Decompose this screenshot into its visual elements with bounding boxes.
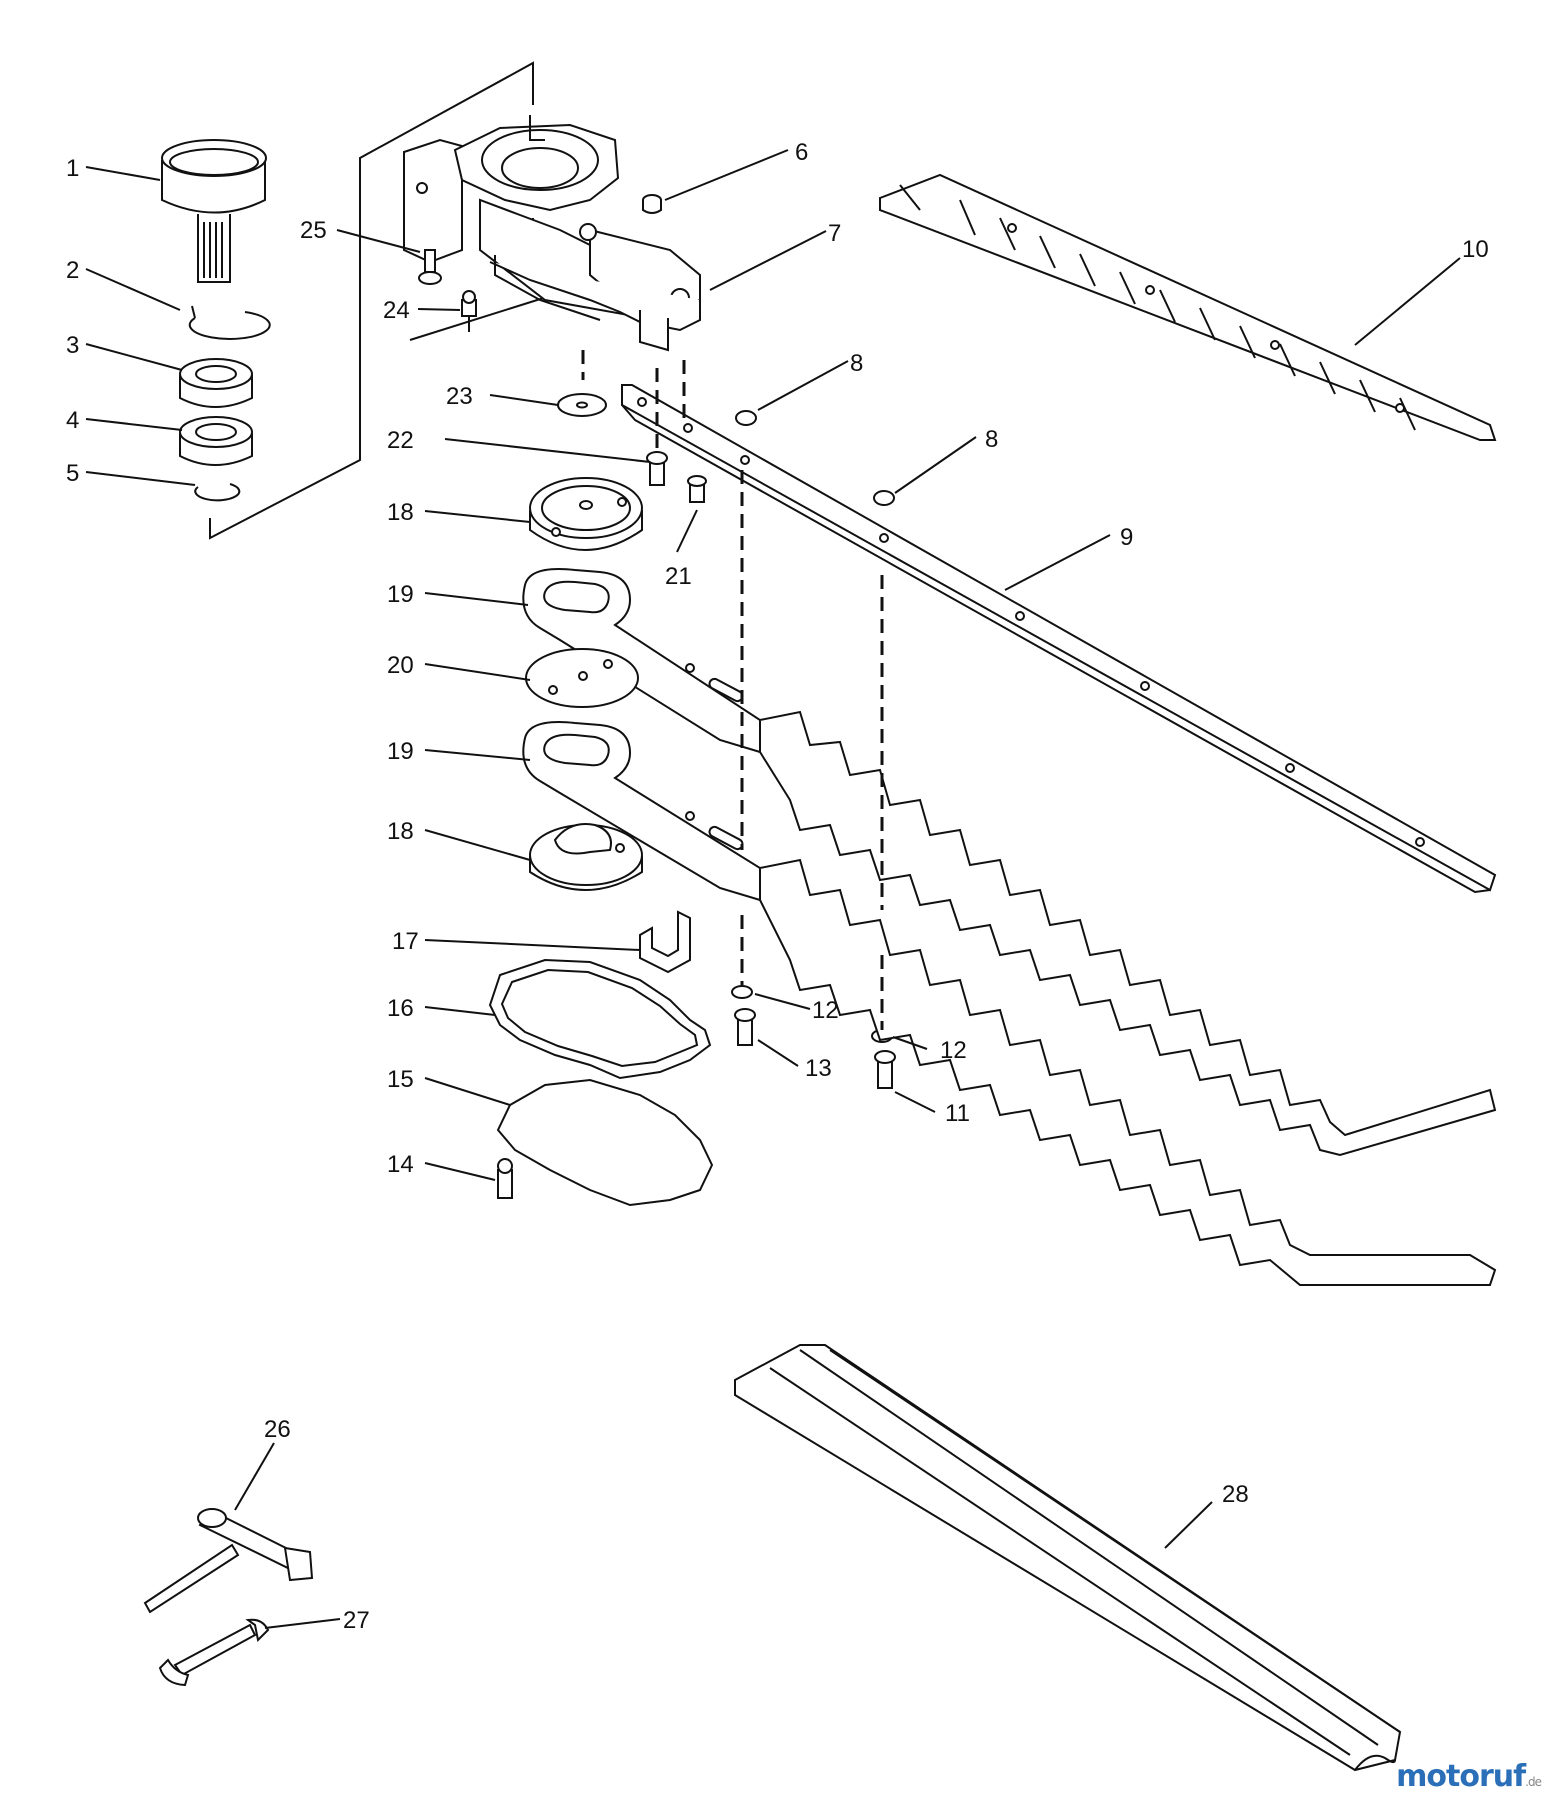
callout-8a: 8 [850, 350, 863, 377]
part-cup-coupling [161, 139, 267, 283]
part-bolt-25 [418, 249, 442, 285]
callout-6: 6 [795, 139, 808, 166]
callout-5: 5 [66, 460, 79, 487]
part-washer-23 [557, 393, 607, 417]
part-snap-ring [188, 305, 271, 340]
callout-24: 24 [383, 297, 410, 324]
part-blade-10 [879, 173, 1497, 441]
part-grease-fitting-24 [461, 290, 477, 332]
part-gear-18-lower [529, 823, 643, 891]
part-cover-plate-15 [496, 1078, 714, 1207]
callout-21: 21 [665, 563, 692, 590]
part-screw-21 [687, 475, 707, 503]
part-gasket-16-inner [500, 968, 699, 1068]
callout-19b: 19 [387, 738, 414, 765]
part-gasket-16 [488, 958, 712, 1080]
callout-28: 28 [1222, 1481, 1249, 1508]
callout-14: 14 [387, 1151, 414, 1178]
part-plug-wrench-26 [143, 1508, 314, 1614]
callout-18b: 18 [387, 818, 414, 845]
part-cutter-blade-upper [759, 710, 1497, 1157]
callout-23: 23 [446, 383, 473, 410]
assembly-lines [581, 350, 884, 1030]
callout-labels: 1 2 3 4 5 6 7 8 8 9 10 11 12 12 13 14 15… [66, 139, 1489, 1634]
callout-11: 11 [945, 1100, 970, 1127]
part-nut-8a [735, 410, 757, 426]
watermark-logo: motoruf.de [1396, 1759, 1542, 1794]
callout-17: 17 [392, 928, 419, 955]
part-bearing-lower [179, 416, 253, 466]
leader-lines [85, 149, 1461, 1629]
callout-3: 3 [66, 332, 79, 359]
callout-22: 22 [387, 427, 414, 454]
callout-12b: 12 [940, 1037, 967, 1064]
callout-12a: 12 [812, 997, 839, 1024]
watermark-brand: motoruf [1396, 1759, 1526, 1794]
part-drive-plate-19-upper [522, 568, 761, 754]
part-bearing-upper [179, 358, 253, 408]
callout-4: 4 [66, 407, 79, 434]
part-grease-fitting-14 [497, 1158, 513, 1199]
part-drive-plate-19-lower [522, 721, 761, 902]
callout-20: 20 [387, 652, 414, 679]
part-blade-cover-28 [734, 1344, 1402, 1772]
callout-1: 1 [66, 155, 79, 182]
part-washer-12a [731, 985, 753, 999]
callout-2: 2 [66, 257, 79, 284]
watermark-suffix: .de [1525, 1775, 1542, 1789]
callout-13: 13 [805, 1055, 832, 1082]
callout-16: 16 [387, 995, 414, 1022]
part-bolt-11 [874, 1050, 896, 1089]
part-bolt-13 [734, 1008, 756, 1046]
part-plate-20 [525, 648, 639, 708]
part-cutter-blade-lower [759, 858, 1497, 1286]
part-guide-bar-9 [621, 384, 1497, 894]
callout-18a: 18 [387, 499, 414, 526]
callout-10: 10 [1462, 236, 1489, 263]
part-nut-6 [642, 194, 662, 214]
callout-15: 15 [387, 1066, 414, 1093]
part-gear-case [403, 115, 701, 352]
part-nut-8b [873, 490, 895, 506]
callout-25: 25 [300, 217, 327, 244]
part-small-ring [194, 483, 241, 502]
part-gear-18-upper [529, 477, 643, 551]
part-clip-17 [639, 910, 691, 974]
callout-8b: 8 [985, 426, 998, 453]
callout-9: 9 [1120, 524, 1133, 551]
callout-19a: 19 [387, 581, 414, 608]
part-open-wrench-27 [158, 1618, 270, 1687]
part-screw-22 [646, 451, 668, 486]
callout-27: 27 [343, 1607, 370, 1634]
callout-7: 7 [828, 220, 841, 247]
callout-26: 26 [264, 1416, 291, 1443]
